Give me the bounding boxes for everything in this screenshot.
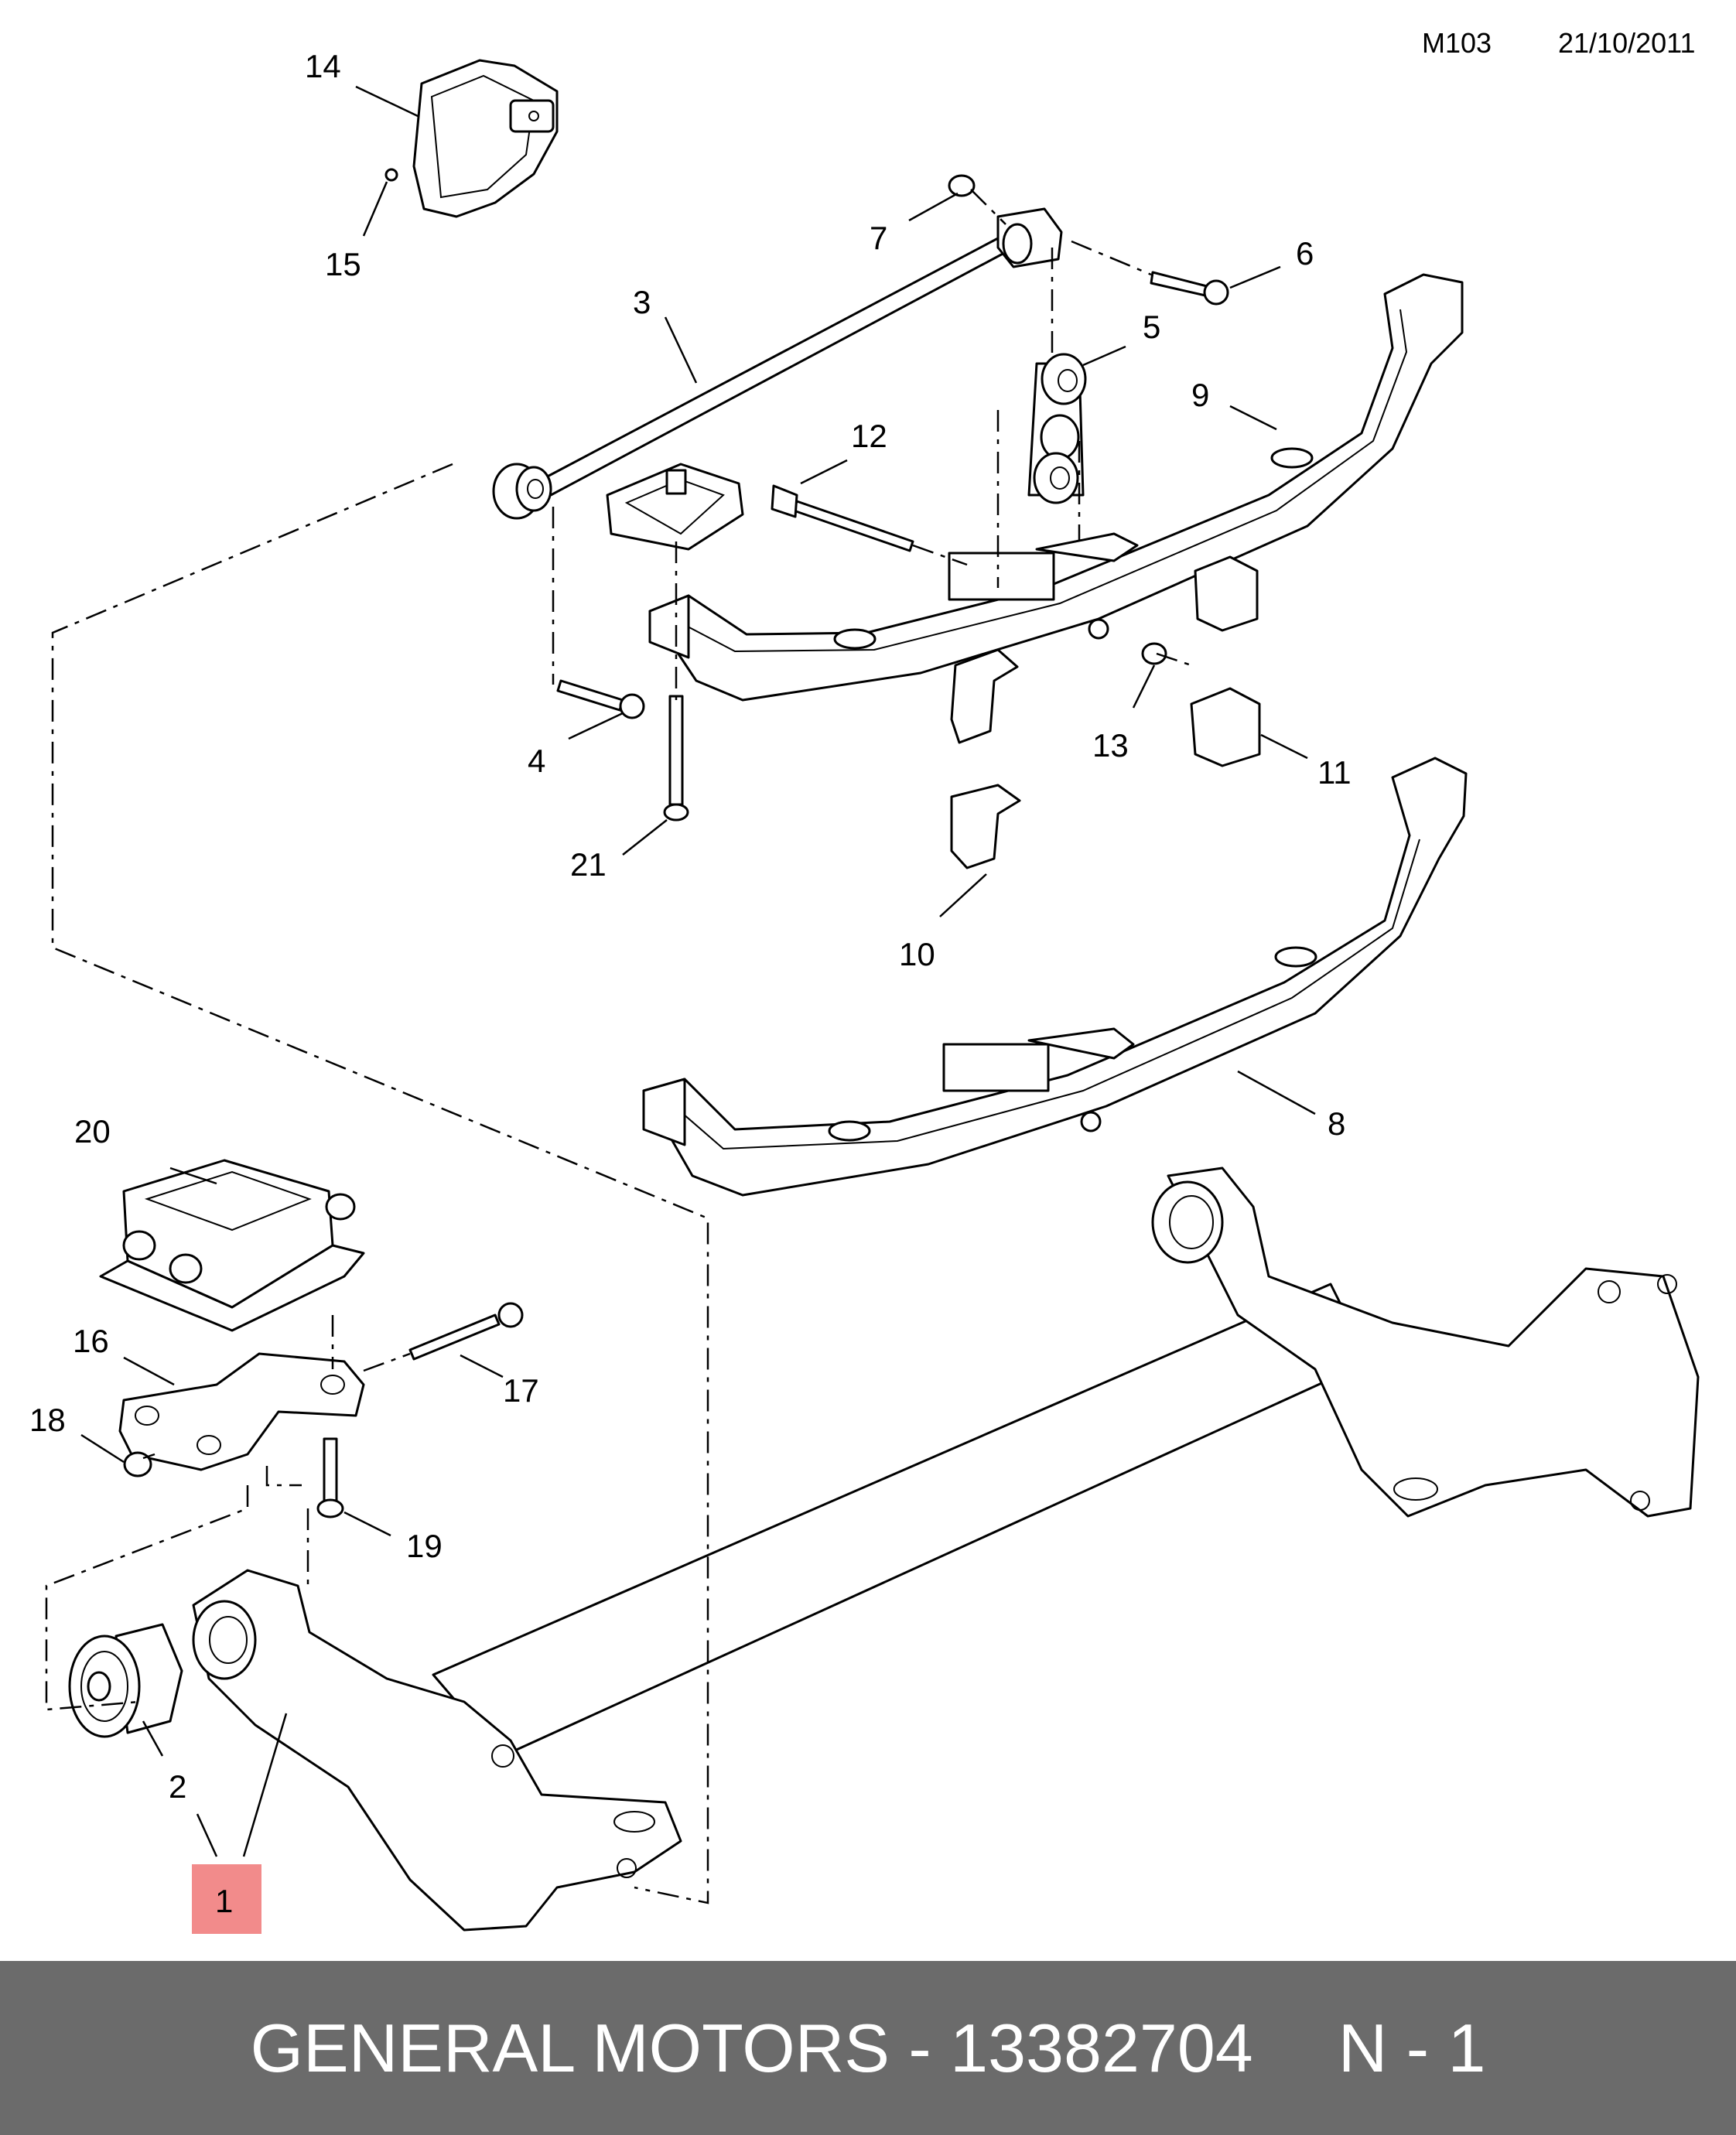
part-7-washer (948, 174, 976, 197)
leader-lines (80, 85, 1316, 1857)
callout-9: 9 (1191, 377, 1209, 413)
diagram-code: M103 (1422, 27, 1492, 59)
footer-brand-part-number: GENERAL MOTORS - 13382704 (250, 2009, 1253, 2086)
part-9-crossmember (648, 273, 1464, 702)
callout-11: 11 (1317, 754, 1352, 791)
callout-13: 13 (1092, 727, 1129, 763)
callout-16: 16 (73, 1323, 109, 1359)
part-11-clip (1190, 687, 1261, 767)
footer-quantity: N - 1 (1338, 2009, 1486, 2086)
part-17-bolt (408, 1302, 524, 1361)
crossmember-clip-left (950, 648, 1019, 744)
callout-10: 10 (899, 936, 935, 972)
diagram-date: 21/10/2011 (1558, 27, 1696, 59)
part-2-bushing (68, 1623, 183, 1738)
part-10-clip (950, 784, 1021, 869)
callout-1: 1 (215, 1883, 233, 1919)
callout-4: 4 (528, 743, 545, 779)
callout-1-highlight (192, 1864, 261, 1934)
callout-21: 21 (570, 846, 607, 883)
center-mount-bracket (606, 463, 744, 551)
rod-end-clamp (996, 207, 1063, 268)
part-20-mount (99, 1159, 365, 1332)
callout-2: 2 (169, 1768, 186, 1805)
part-3-rod (492, 237, 1007, 520)
part-14-bracket (412, 59, 559, 218)
part-13-nut (1141, 642, 1167, 665)
callout-6: 6 (1296, 235, 1314, 272)
part-8-crossmember (642, 757, 1468, 1197)
callout-3: 3 (633, 284, 651, 320)
callout-8: 8 (1328, 1105, 1345, 1142)
callout-17: 17 (503, 1372, 539, 1409)
part-1-rear-axle (192, 1167, 1700, 1932)
callout-5: 5 (1143, 309, 1160, 345)
construction-lines (45, 189, 1192, 1904)
callout-labels: 1 2 3 4 5 6 7 8 9 10 11 12 13 14 15 16 1… (29, 48, 1352, 1919)
callout-15: 15 (325, 246, 361, 282)
part-4-bolt (556, 679, 645, 719)
parts-diagram: M103 21/10/2011 (29, 27, 1700, 1934)
footer-banner: GENERAL MOTORS - 13382704 N - 1 (0, 1961, 1736, 2135)
callout-20: 20 (74, 1113, 111, 1149)
callout-18: 18 (29, 1402, 66, 1438)
part-16-bracket (118, 1352, 365, 1471)
crossmember-clip-right (1194, 555, 1259, 632)
callout-14: 14 (305, 48, 341, 84)
part-5-link (1027, 353, 1087, 504)
part-6-bolt (1150, 271, 1229, 306)
part-15-clip (384, 168, 398, 182)
part-19-bolt (316, 1437, 344, 1518)
part-21-bolt (663, 695, 689, 822)
callout-19: 19 (406, 1528, 443, 1564)
callout-12: 12 (851, 418, 887, 454)
part-12-bolt (771, 484, 914, 552)
callout-7: 7 (870, 220, 887, 256)
